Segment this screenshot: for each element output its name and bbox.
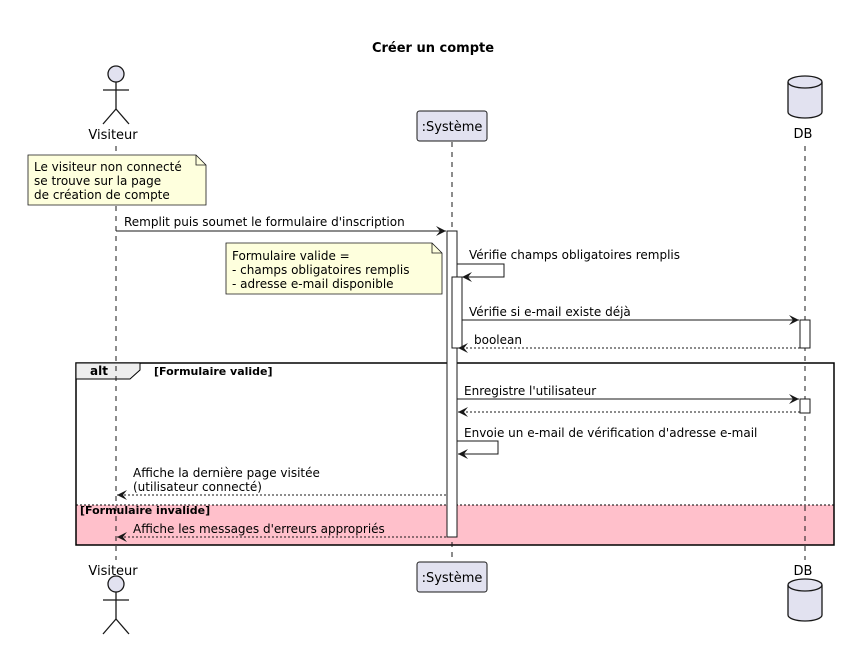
participant-visiteur-top: Visiteur — [88, 65, 138, 143]
note-form-valid: Formulaire valide = - champs obligatoire… — [225, 242, 443, 295]
db-activation-1 — [799, 319, 811, 349]
message-check-email: Vérifie si e-mail existe déjà — [462, 305, 799, 325]
systeme-activation — [446, 230, 458, 538]
db-activation-2 — [799, 398, 811, 414]
systeme-activation-nested — [451, 276, 463, 349]
note-line: - adresse e-mail disponible — [232, 277, 394, 291]
actor-head-icon — [107, 575, 125, 593]
message-label: Enregistre l'utilisateur — [464, 384, 596, 398]
message-label: Affiche la dernière page visitée — [133, 466, 320, 480]
note-visiteur-context: Le visiteur non connecté se trouve sur l… — [27, 154, 207, 206]
message-check-required: Vérifie champs obligatoires remplis — [457, 248, 680, 282]
participant-db-label: DB — [794, 564, 813, 579]
participant-visiteur-label: Visiteur — [88, 564, 138, 579]
participant-systeme-label: :Système — [422, 571, 483, 586]
note-line: de création de compte — [34, 188, 170, 202]
message-label: boolean — [474, 333, 522, 347]
message-label: Vérifie si e-mail existe déjà — [469, 305, 631, 319]
message-send-email: Envoie un e-mail de vérification d'adres… — [457, 426, 757, 459]
diagram-title: Créer un compte — [372, 41, 494, 56]
message-show-errors: Affiche les messages d'erreurs approprié… — [117, 522, 446, 542]
note-line: - champs obligatoires remplis — [232, 263, 409, 277]
participant-visiteur-label: Visiteur — [88, 128, 138, 143]
actor-head-icon — [107, 65, 125, 83]
note-line: Formulaire valide = — [232, 249, 350, 263]
message-label: Affiche les messages d'erreurs approprié… — [133, 522, 385, 536]
alt-guard-invalid: [Formulaire invalide] — [80, 504, 210, 517]
alt-keyword-tab — [75, 362, 141, 380]
alt-guard-valid: [Formulaire valide] — [154, 365, 273, 378]
participant-db-label: DB — [794, 127, 813, 142]
database-icon — [787, 578, 823, 622]
participant-systeme-label: :Système — [422, 120, 483, 135]
participant-visiteur-bottom: Visiteur — [88, 564, 138, 635]
message-save-user: Enregistre l'utilisateur — [457, 384, 799, 404]
participant-systeme-top: :Système — [416, 110, 488, 142]
note-line: Le visiteur non connecté — [34, 160, 182, 174]
alt-keyword: alt — [90, 364, 108, 378]
database-icon — [787, 75, 823, 119]
message-label: (utilisateur connecté) — [133, 480, 262, 494]
participant-systeme-bottom: :Système — [416, 561, 488, 593]
participant-db-top: DB — [787, 75, 823, 142]
message-label: Vérifie champs obligatoires remplis — [469, 248, 680, 262]
message-show-last-page: Affiche la dernière page visitée (utilis… — [117, 466, 446, 500]
note-line: se trouve sur la page — [34, 174, 161, 188]
participant-db-bottom: DB — [787, 564, 823, 622]
message-submit-form: Remplit puis soumet le formulaire d'insc… — [116, 215, 446, 236]
message-label: Remplit puis soumet le formulaire d'insc… — [124, 215, 405, 229]
message-label: Envoie un e-mail de vérification d'adres… — [464, 426, 757, 440]
message-boolean-return: boolean — [458, 333, 800, 353]
